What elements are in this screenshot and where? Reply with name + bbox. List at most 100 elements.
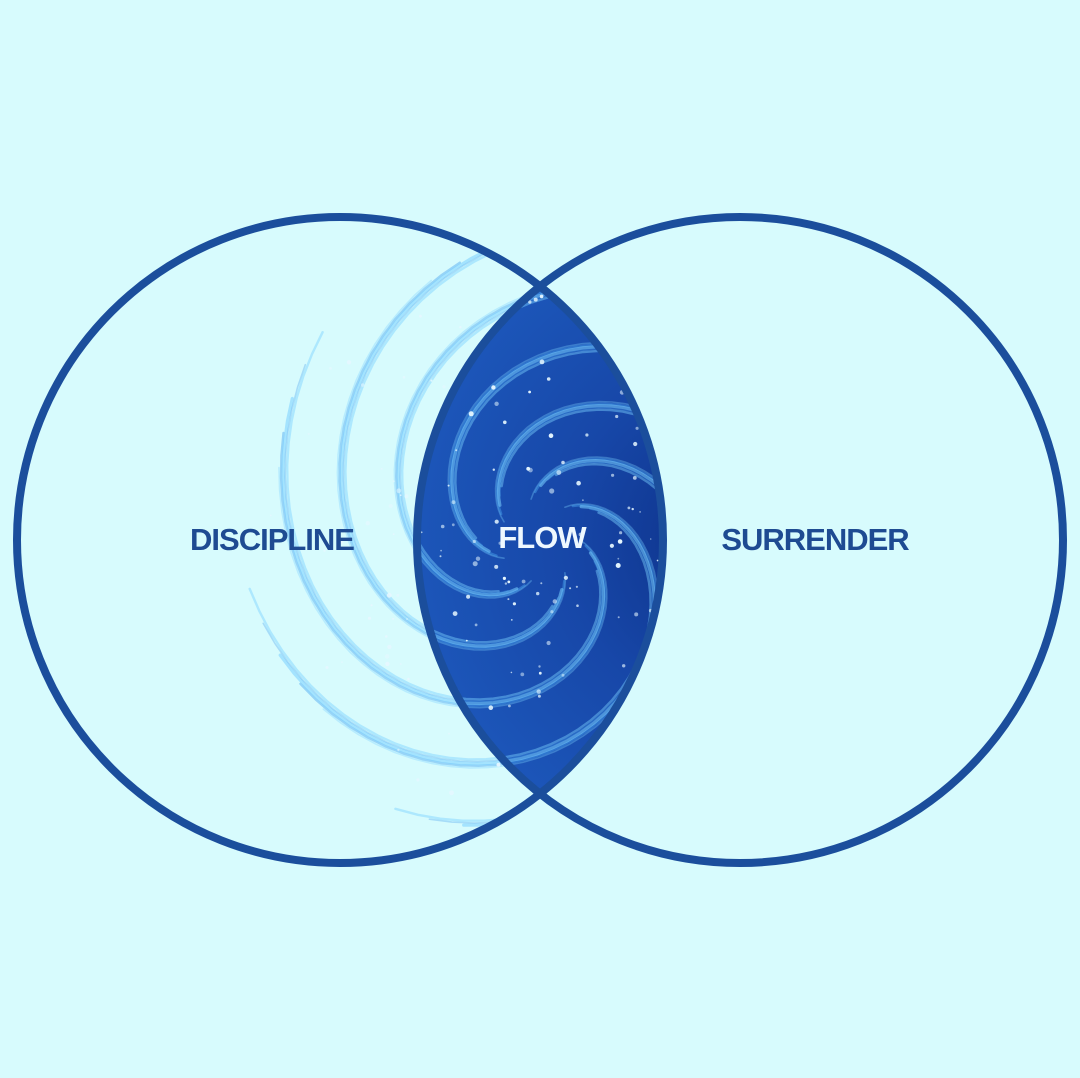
swirl-sparkle — [323, 549, 326, 552]
swirl-sparkle — [812, 511, 815, 514]
swirl-sparkle — [496, 762, 501, 767]
swirl-sparkle — [512, 602, 517, 606]
swirl-sparkle — [622, 664, 626, 668]
swirl-sparkle — [667, 604, 672, 609]
swirl-sparkle — [341, 661, 343, 664]
swirl-stroke — [285, 331, 602, 701]
swirl-sparkle — [466, 594, 471, 599]
swirl-sparkle — [684, 507, 689, 512]
swirl-sparkle — [631, 507, 634, 511]
swirl-stroke — [454, 349, 663, 630]
swirl-sparkle — [654, 721, 657, 724]
swirl-sparkle — [494, 519, 499, 524]
swirl-sparkle — [714, 630, 717, 633]
swirl-sparkle — [540, 582, 543, 585]
swirl-sparkle — [651, 681, 656, 686]
swirl-sparkle — [633, 441, 638, 447]
swirl-stroke — [248, 511, 652, 761]
swirl-sparkle — [778, 457, 781, 460]
swirl-sparkle — [627, 506, 631, 510]
swirl-sparkle — [388, 504, 393, 508]
swirl-sparkle — [634, 612, 639, 617]
swirl-sparkle — [692, 649, 694, 651]
swirl-sparkle — [615, 563, 621, 568]
swirl-sparkle — [709, 527, 713, 531]
swirl-sparkle — [546, 640, 551, 646]
swirl-sparkle — [776, 515, 780, 519]
swirl-sparkle — [468, 411, 474, 417]
swirl-stroke — [494, 400, 663, 725]
swirl-sparkle — [619, 278, 625, 284]
swirl-sparkle — [498, 541, 502, 545]
flow-label: FLOW — [498, 520, 587, 555]
swirl-sparkle — [585, 433, 589, 437]
swirl-sparkle — [549, 488, 555, 494]
swirl-sparkle — [775, 674, 780, 679]
swirl-sparkle — [365, 521, 370, 526]
swirl-sparkle — [528, 300, 532, 304]
swirl-sparkle — [710, 565, 713, 568]
swirl-sparkle — [526, 466, 531, 471]
swirl-sparkle — [635, 426, 639, 430]
swirl-sparkle — [392, 533, 395, 535]
swirl-sparkle — [546, 377, 551, 381]
swirl-sparkle — [472, 539, 476, 544]
swirl-stroke — [262, 508, 654, 763]
surrender-circle — [413, 213, 1067, 867]
swirl-stroke — [339, 246, 564, 648]
swirl-sparkle — [653, 690, 659, 695]
swirl-sparkle — [701, 637, 704, 640]
swirl-sparkle — [439, 555, 442, 558]
swirl-sparkle — [678, 398, 680, 400]
swirl-sparkle — [520, 672, 525, 677]
swirl-sparkle — [451, 500, 456, 505]
swirl-sparkle — [338, 539, 344, 544]
swirl-sparkle — [507, 580, 511, 584]
swirl-sparkle — [399, 663, 402, 665]
swirl-sparkle — [380, 467, 383, 470]
swirl-sparkle — [503, 420, 507, 425]
swirl-sparkle — [404, 494, 409, 499]
swirl-sparkle — [474, 623, 478, 627]
swirl-sparkle — [488, 705, 494, 710]
swirl-sparkle — [370, 604, 373, 607]
swirl-sparkle — [492, 468, 495, 471]
swirl-sparkle — [533, 297, 538, 302]
swirl-sparkle — [578, 532, 583, 537]
swirl-sparkle — [392, 480, 395, 483]
swirl-sparkle — [656, 559, 659, 562]
swirl-sparkle — [521, 579, 526, 584]
swirl-sparkle — [494, 401, 499, 406]
swirl-sparkle — [494, 564, 499, 569]
swirl-sparkle — [649, 538, 652, 540]
swirl-sparkle — [609, 543, 615, 548]
swirl-sparkle — [537, 694, 541, 698]
swirl-sparkle — [569, 587, 572, 590]
swirl-sparkle — [695, 481, 697, 483]
swirl-sparkle — [706, 336, 710, 340]
swirl-stroke — [342, 237, 559, 646]
swirl-sparkle — [617, 539, 623, 544]
swirl-sparkle — [419, 314, 422, 318]
swirl-sparkle — [611, 473, 615, 477]
swirl-sparkle — [386, 592, 392, 598]
swirl-sparkle — [615, 414, 619, 419]
swirl-sparkle — [648, 706, 652, 711]
swirl-sparkle — [346, 360, 352, 365]
surrender-label: SURRENDER — [721, 522, 909, 557]
swirl-sparkle — [685, 387, 688, 390]
swirl-sparkle — [440, 549, 442, 552]
swirl-sparkle — [472, 561, 478, 567]
swirl-sparkle — [632, 476, 637, 480]
swirl-stroke — [447, 341, 663, 559]
swirl-sparkle — [689, 590, 692, 593]
swirl-sparkle — [402, 376, 406, 379]
swirl-sparkle — [508, 704, 511, 708]
swirl-sparkle — [307, 432, 310, 435]
swirl-sparkle — [367, 616, 372, 620]
swirl-sparkle — [447, 484, 450, 487]
swirl-sparkle — [538, 671, 542, 675]
swirl-sparkle — [507, 598, 510, 601]
discipline-label: DISCIPLINE — [190, 522, 354, 557]
